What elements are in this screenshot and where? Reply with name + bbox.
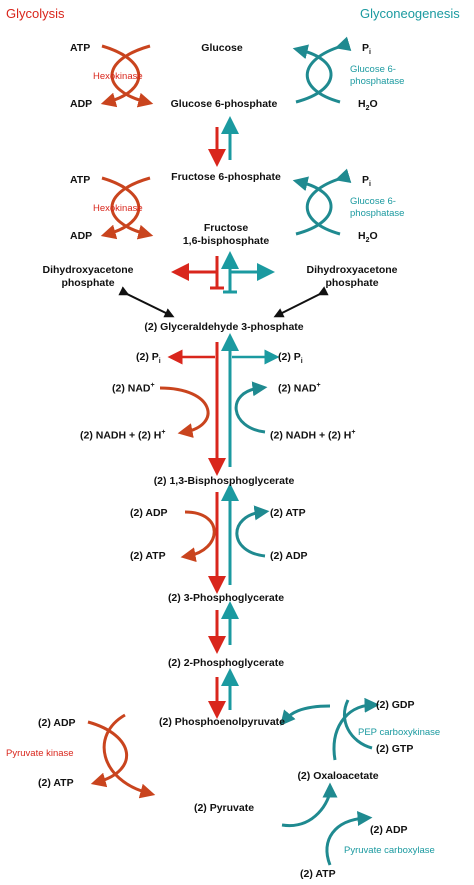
label-atp-bpg: (2) ATP <box>270 507 306 519</box>
pepck-curves <box>332 697 380 761</box>
label-pyruvate: (2) Pyruvate <box>193 802 255 814</box>
label-dhap-left-2: phosphate <box>61 277 115 289</box>
label-hexokinase-2: Hexokinase <box>93 203 143 214</box>
label-g6pase-2a: Glucose 6- <box>350 196 396 207</box>
label-pi-2: Pi <box>362 174 371 189</box>
label-13-bisphosphoglycerate: (2) 1,3-Bisphosphoglycerate <box>153 475 295 487</box>
label-fructose-bisphosphate-1: Fructose <box>203 222 249 234</box>
label-gdp: (2) GDP <box>376 699 415 711</box>
label-nad-left: (2) NAD+ <box>112 382 155 395</box>
bpg-curve-red <box>180 510 216 563</box>
pyruvate-kinase-curves <box>87 713 156 799</box>
label-atp-pg: (2) ATP <box>130 550 166 562</box>
label-dhap-right-1: Dihydroxyacetone <box>306 264 398 276</box>
label-pi-right: (2) Pi <box>278 351 303 366</box>
label-adp-pc: (2) ADP <box>370 824 408 836</box>
label-atp-2: ATP <box>70 174 91 186</box>
hexokinase-curves-1 <box>100 44 154 108</box>
label-atp-1: ATP <box>70 42 91 54</box>
label-pep-carboxykinase: PEP carboxykinase <box>358 727 441 738</box>
gluconeogenesis-header: Glyconeogenesis <box>360 6 460 21</box>
glycolysis-main-arrows <box>171 127 226 719</box>
label-adp-1: ADP <box>70 98 93 110</box>
label-2-phosphoglycerate: (2) 2-Phosphoglycerate <box>167 657 285 669</box>
label-adp-2: ADP <box>70 230 93 242</box>
label-pyruvate-kinase: Pyruvate kinase <box>6 748 74 759</box>
g6pase-curves-2 <box>292 168 352 236</box>
arrow-dhap-g3p-right <box>273 286 329 318</box>
label-nadh-left: (2) NADH + (2) H+ <box>80 429 166 442</box>
label-atp-pc: (2) ATP <box>300 868 336 880</box>
glycolysis-header: Glycolysis <box>6 6 65 21</box>
label-g6pase-1a: Glucose 6- <box>350 64 396 75</box>
bpg-curve-teal <box>235 505 270 558</box>
label-glucose: Glucose <box>201 42 243 54</box>
label-fructose-bisphosphate-2: 1,6-bisphosphate <box>182 235 270 247</box>
label-h2o-2: H2O <box>358 230 378 245</box>
label-dhap-right-2: phosphate <box>325 277 379 289</box>
nad-curve-teal <box>234 381 268 434</box>
label-adp-pg: (2) ADP <box>270 550 308 562</box>
label-glucose-6-phosphate: Glucose 6-phosphate <box>170 98 278 110</box>
label-g6pase-1b: phosphatase <box>350 76 405 87</box>
label-phosphoenolpyruvate: (2) Phosphoenolpyruvate <box>158 716 286 728</box>
label-hexokinase-1: Hexokinase <box>93 71 143 82</box>
label-fructose-6-phosphate: Fructose 6-phosphate <box>171 171 281 183</box>
label-adp-pk: (2) ADP <box>38 717 76 729</box>
label-3-phosphoglycerate: (2) 3-Phosphoglycerate <box>167 592 285 604</box>
label-pi-left: (2) Pi <box>136 351 161 366</box>
nad-curve-red <box>159 386 210 438</box>
pyruvate-carboxylase-curves <box>281 782 373 866</box>
pepck-curve-to-pep <box>280 704 331 726</box>
label-glyceraldehyde-3-phosphate: (2) Glyceraldehyde 3-phosphate <box>144 321 304 333</box>
arrow-dhap-g3p-left <box>118 286 175 318</box>
label-nadh-right: (2) NADH + (2) H+ <box>270 429 356 442</box>
gluconeogenesis-main-arrows <box>221 116 275 710</box>
label-nad-right: (2) NAD+ <box>278 382 321 395</box>
label-g6pase-2b: phosphatase <box>350 208 405 219</box>
label-adp-bpg: (2) ADP <box>130 507 168 519</box>
label-atp-pk: (2) ATP <box>38 777 74 789</box>
label-pyruvate-carboxylase: Pyruvate carboxylase <box>344 845 435 856</box>
label-h2o-1: H2O <box>358 98 378 113</box>
hexokinase-curves-2 <box>100 176 154 240</box>
label-pi-1: Pi <box>362 42 371 57</box>
label-oxaloacetate: (2) Oxaloacetate <box>297 770 379 782</box>
label-gtp: (2) GTP <box>376 743 414 755</box>
label-dhap-left-1: Dihydroxyacetone <box>42 264 134 276</box>
g6pase-curves-1 <box>292 36 352 104</box>
